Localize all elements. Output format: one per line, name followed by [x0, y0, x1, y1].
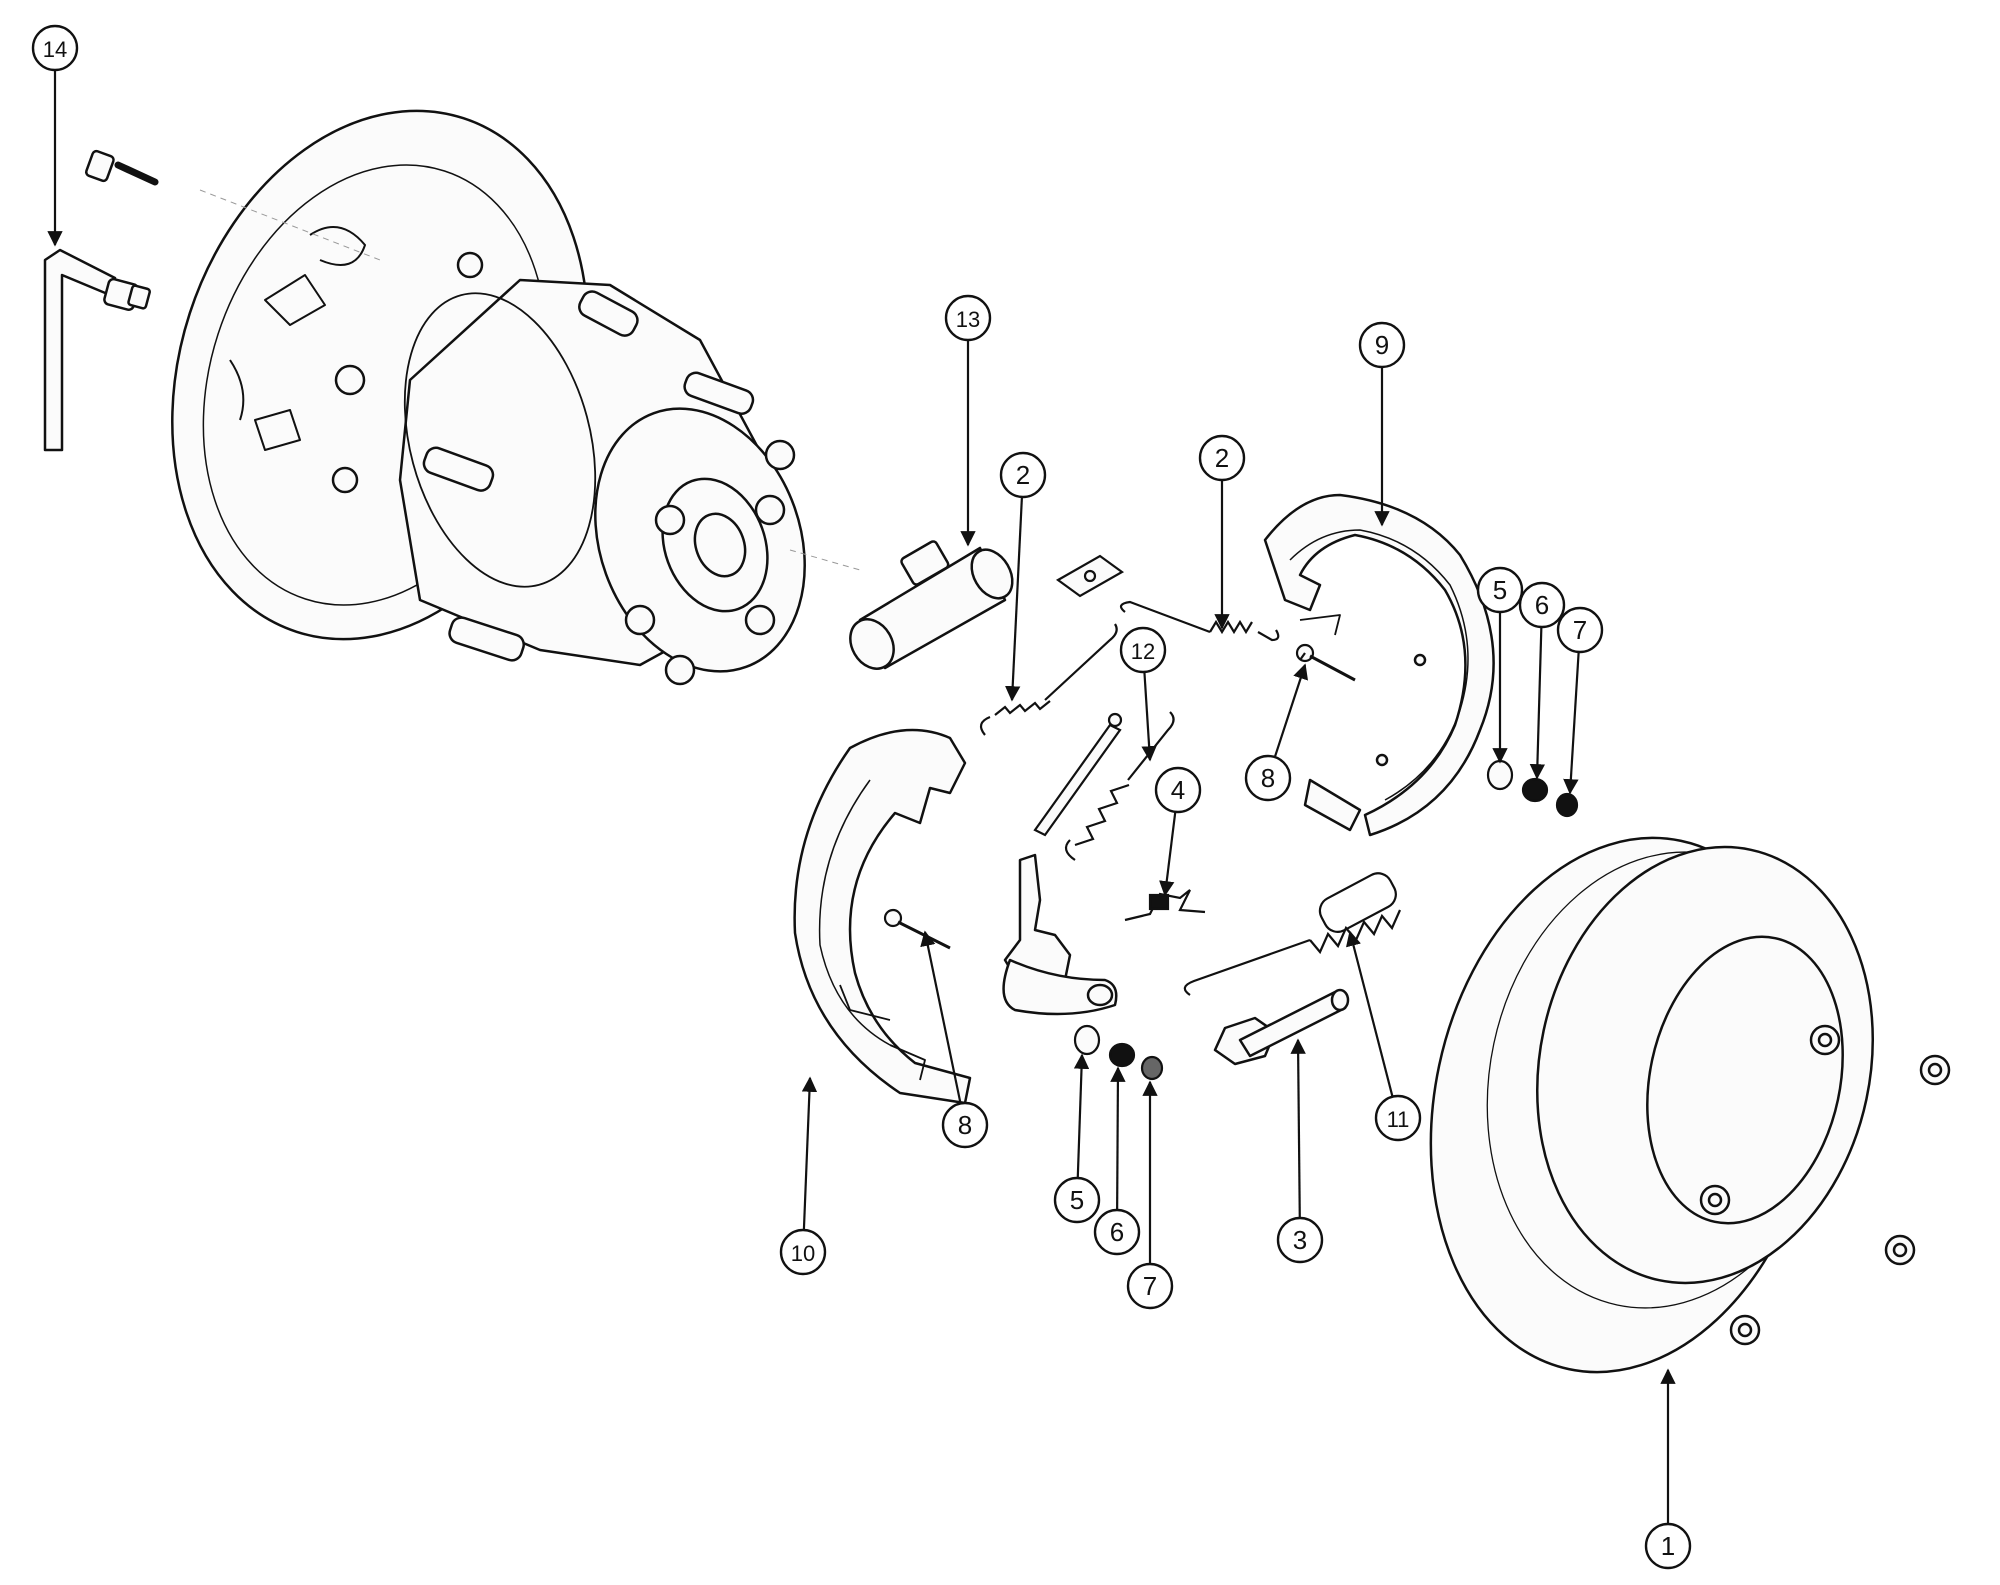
callout-number: 5	[1070, 1185, 1084, 1215]
callout-number: 1	[1661, 1531, 1675, 1561]
callout-leader-4	[1159, 811, 1177, 897]
callout-leader-7	[1563, 651, 1580, 795]
callout-circle	[1093, 1208, 1141, 1256]
callout-circle	[31, 24, 79, 72]
callout-14: 14	[31, 24, 79, 72]
callout-circle	[779, 1228, 827, 1276]
callout-number: 14	[43, 37, 67, 62]
callout-2: 2	[999, 451, 1047, 499]
callout-circle	[1053, 1176, 1101, 1224]
strut-bar	[1033, 712, 1123, 837]
callout-circle	[1126, 1262, 1174, 1310]
hold-down-pin-right	[1295, 643, 1356, 682]
brake-drum	[1429, 836, 1951, 1374]
callout-8: 8	[1244, 754, 1292, 802]
adjuster-screw	[1213, 988, 1350, 1066]
callout-3: 3	[1276, 1216, 1324, 1264]
brake-pipe	[43, 248, 151, 452]
callout-1: 1	[1644, 1522, 1692, 1570]
callout-2: 2	[1198, 434, 1246, 482]
adjuster-spring	[1064, 711, 1175, 861]
brake-shoe-upper-right	[1263, 493, 1495, 837]
callout-circle	[1276, 1216, 1324, 1264]
callout-leader-8	[920, 930, 962, 1104]
callout-leader-8	[1273, 663, 1309, 758]
callout-5: 5	[1476, 566, 1524, 614]
callout-number: 10	[791, 1241, 815, 1266]
callout-leader-3	[1290, 1038, 1306, 1219]
callout-number: 7	[1573, 615, 1587, 645]
callout-leader-2	[1004, 496, 1024, 702]
brake-shoe-lower-left	[793, 728, 972, 1105]
callout-circle	[1198, 434, 1246, 482]
callout-number: 11	[1387, 1107, 1410, 1132]
hold-down-pin-left	[883, 908, 951, 950]
callout-9: 9	[1358, 321, 1406, 369]
callout-circle	[1518, 581, 1566, 629]
callout-circle	[1374, 1094, 1422, 1142]
callout-leaders	[47, 70, 1676, 1524]
mounting-bolt	[84, 149, 159, 186]
callout-circle	[1119, 626, 1167, 674]
callout-4: 4	[1154, 766, 1202, 814]
wheel-studs	[422, 290, 796, 686]
callout-leader-10	[801, 1076, 818, 1231]
callout-number: 3	[1293, 1225, 1307, 1255]
callout-circle	[1644, 1522, 1692, 1570]
callout-number: 8	[958, 1110, 972, 1140]
lower-return-spring	[1183, 872, 1402, 996]
callout-number: 6	[1535, 590, 1549, 620]
callout-8: 8	[941, 1101, 989, 1149]
callout-number: 2	[1215, 443, 1229, 473]
callout-leader-11	[1346, 930, 1394, 1097]
return-spring-left	[979, 623, 1118, 736]
backing-plate-hub-assembly	[171, 109, 806, 686]
callout-6: 6	[1518, 581, 1566, 629]
callout-number: 7	[1143, 1271, 1157, 1301]
hold-down-hardware-right	[1486, 759, 1579, 818]
callout-13: 13	[944, 294, 992, 342]
callout-5: 5	[1053, 1176, 1101, 1224]
callout-number: 9	[1375, 330, 1389, 360]
callout-6: 6	[1093, 1208, 1141, 1256]
callout-number: 6	[1110, 1217, 1124, 1247]
callout-circle	[1556, 606, 1604, 654]
callout-number: 4	[1171, 775, 1185, 805]
callout-number: 12	[1131, 639, 1155, 664]
callout-leader-6	[1110, 1066, 1126, 1211]
callout-circle	[944, 294, 992, 342]
callout-circle	[1476, 566, 1524, 614]
callout-leader-12	[1141, 671, 1157, 762]
adjuster-plate	[1055, 554, 1125, 598]
wheel-cylinder	[849, 540, 1014, 670]
callout-number: 5	[1493, 575, 1507, 605]
callout-circle	[941, 1101, 989, 1149]
callout-7: 7	[1126, 1262, 1174, 1310]
callout-number: 13	[956, 307, 980, 332]
callout-number: 2	[1016, 460, 1030, 490]
hold-down-clip	[1124, 889, 1206, 922]
callout-11: 11	[1374, 1094, 1422, 1142]
callout-number: 8	[1261, 763, 1275, 793]
parking-brake-lever	[1002, 853, 1118, 1016]
callout-circle	[999, 451, 1047, 499]
callout-7: 7	[1556, 606, 1604, 654]
callout-leader-6	[1529, 626, 1546, 780]
callout-leader-5	[1073, 1053, 1090, 1179]
callout-circle	[1358, 321, 1406, 369]
callout-12: 12	[1119, 626, 1167, 674]
callout-10: 10	[779, 1228, 827, 1276]
callout-circle	[1244, 754, 1292, 802]
drum-stud-holes	[1699, 1024, 1951, 1346]
callout-circle	[1154, 766, 1202, 814]
